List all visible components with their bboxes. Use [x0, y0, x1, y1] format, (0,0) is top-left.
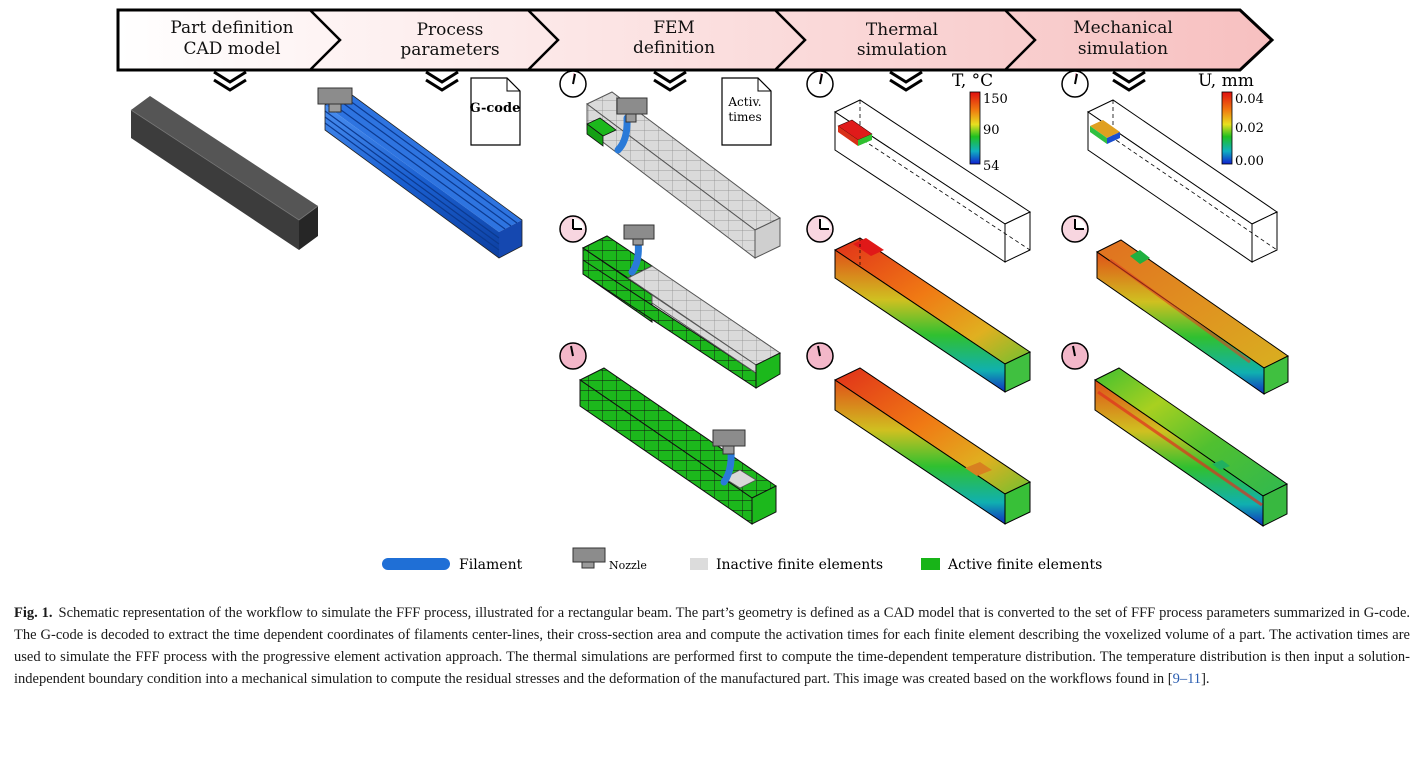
fem-mesh-stage-3 — [579, 367, 777, 525]
clock-icon — [806, 342, 834, 370]
legend: Filament Nozzle Inactive finite elements… — [382, 547, 1102, 573]
mechanical-scale-title: U, mm — [1198, 71, 1254, 91]
fem-mesh-stage-2 — [582, 224, 781, 389]
legend-inactive-swatch — [690, 558, 708, 570]
thermal-tick-mid: 90 — [983, 123, 1000, 138]
caption-citation-link[interactable]: 9–11 — [1172, 671, 1202, 687]
clock-icon — [559, 342, 587, 370]
nozzle-icon — [317, 87, 353, 113]
legend-active-swatch — [921, 558, 940, 570]
thermal-stage-1 — [833, 99, 1032, 263]
gcode-label: G-code — [470, 101, 521, 116]
clock-icon — [806, 70, 834, 98]
step-separator — [527, 9, 560, 71]
mechanical-stage-1 — [1087, 99, 1278, 263]
double-chevron-icon — [213, 70, 247, 92]
double-chevron-icon — [889, 70, 923, 92]
thermal-tick-max: 150 — [983, 92, 1008, 107]
step-5-line1: Mechanical — [1073, 18, 1173, 38]
nozzle-icon — [712, 429, 746, 455]
legend-filament-label: Filament — [459, 557, 523, 573]
workflow-figure: Part definition CAD model Process parame… — [116, 8, 1289, 573]
cad-model-beam — [130, 96, 319, 250]
figure-caption: Fig. 1.Schematic representation of the w… — [14, 602, 1410, 690]
double-chevron-icon — [425, 70, 459, 92]
mechanical-stage-3 — [1094, 367, 1288, 527]
step-3-line2: definition — [633, 38, 715, 58]
thermal-stage-3 — [833, 367, 1032, 525]
step-3-line1: FEM — [653, 18, 695, 38]
step-2-line2: parameters — [400, 40, 499, 60]
legend-filament-swatch — [382, 558, 450, 570]
mechanical-stage-2 — [1096, 239, 1289, 395]
thermal-colorbar: T, °C 150 90 54 — [952, 71, 1008, 174]
clock-icon — [559, 215, 587, 243]
fem-mesh-stage-1 — [586, 91, 781, 260]
gcode-document-icon: G-code — [470, 77, 521, 146]
activ-label-line2: times — [728, 110, 761, 124]
clock-icon — [1061, 70, 1089, 98]
thermal-tick-min: 54 — [983, 159, 1000, 174]
legend-inactive-label: Inactive finite elements — [716, 557, 883, 573]
step-separator — [774, 9, 807, 71]
clock-icon — [1061, 215, 1089, 243]
double-chevron-icon — [653, 70, 687, 92]
mechanical-tick-min: 0.00 — [1235, 154, 1264, 169]
clock-icon — [1061, 342, 1089, 370]
caption-text: Schematic representation of the workflow… — [14, 605, 1411, 687]
mechanical-tick-mid: 0.02 — [1235, 121, 1264, 136]
mechanical-colorbar: U, mm 0.04 0.02 0.00 — [1198, 71, 1264, 169]
thermal-stage-2 — [833, 237, 1032, 393]
nozzle-icon — [616, 97, 648, 123]
caption-label: Fig. 1. — [14, 605, 53, 621]
step-2-line1: Process — [417, 20, 484, 40]
step-separator — [1004, 9, 1037, 71]
step-separator — [309, 9, 342, 71]
clock-icon — [559, 70, 587, 98]
double-chevron-icon — [1112, 70, 1146, 92]
step-5-line2: simulation — [1078, 39, 1168, 59]
nozzle-icon — [623, 224, 655, 246]
down-chevrons — [213, 70, 1146, 92]
legend-active-label: Active finite elements — [947, 557, 1102, 573]
filament-beam — [324, 91, 523, 259]
workflow-banner: Part definition CAD model Process parame… — [116, 8, 1275, 72]
legend-nozzle-icon — [572, 547, 606, 569]
clock-icon — [806, 215, 834, 243]
activation-times-document-icon: Activ. times — [721, 77, 772, 146]
mechanical-tick-max: 0.04 — [1235, 92, 1264, 107]
step-1-line2: CAD model — [183, 39, 280, 59]
legend-nozzle-label: Nozzle — [609, 559, 647, 572]
caption-text-end: ]. — [1201, 671, 1210, 687]
step-4-line2: simulation — [857, 40, 947, 60]
activ-label-line1: Activ. — [727, 95, 761, 109]
thermal-scale-title: T, °C — [952, 71, 993, 91]
step-1-line1: Part definition — [170, 18, 293, 38]
step-4-line1: Thermal — [866, 20, 938, 40]
clocks — [559, 70, 1089, 370]
